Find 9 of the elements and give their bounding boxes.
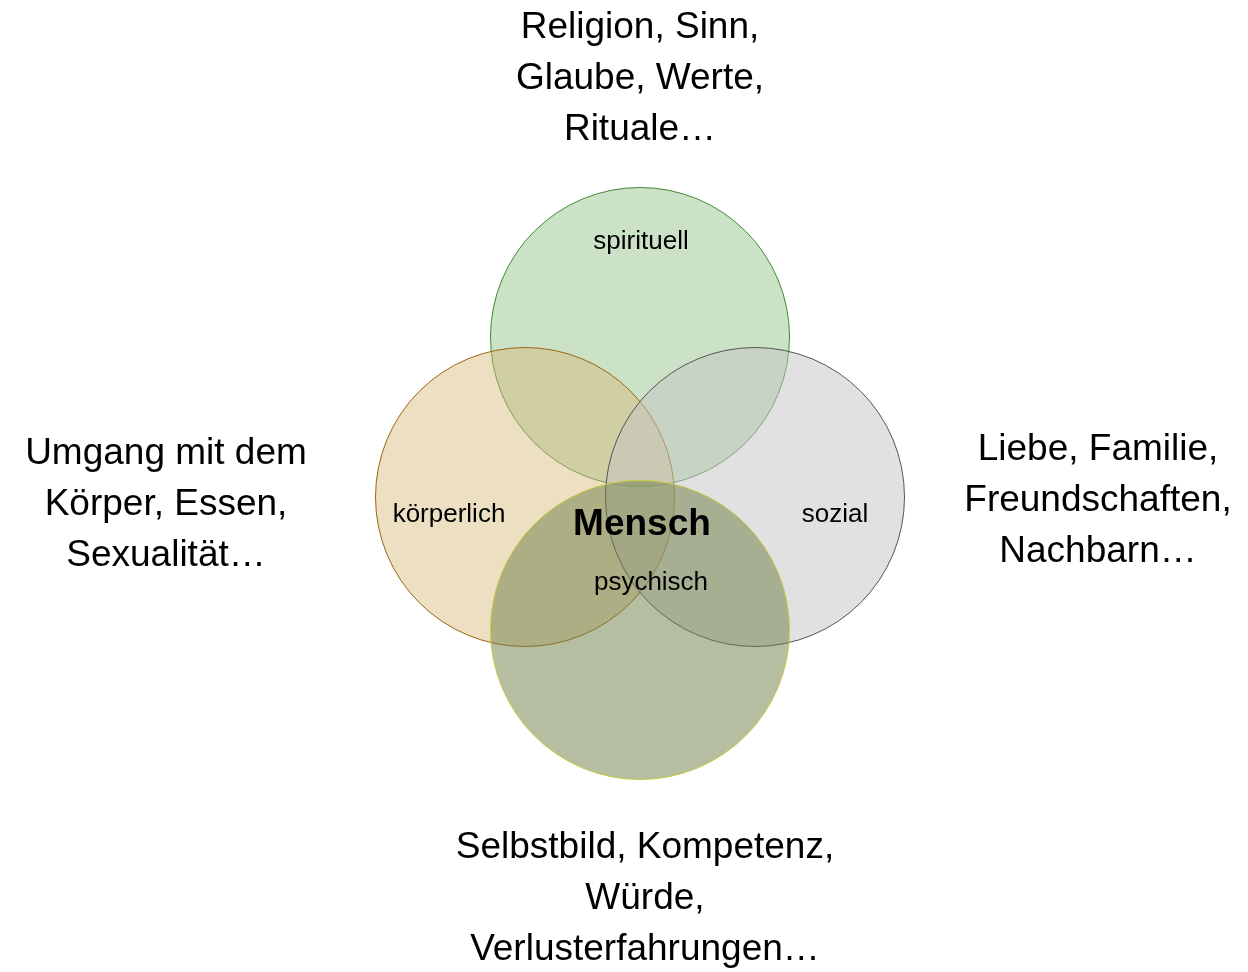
circle-label: psychisch [593,566,709,596]
center-label: Mensch [573,501,711,545]
circle-label: sozial [801,498,869,528]
description-text: Umgang mit dem Körper, Essen, Sexualität… [24,430,308,576]
circle-label: spirituell [593,225,689,255]
description-text: Religion, Sinn, Glaube, Werte, Rituale… [514,4,766,150]
description-text: Selbstbild, Kompetenz, Würde, Verlusterfahrungen… [454,824,836,970]
description-text: Liebe, Familie, Freundschaften, Nachbarn… [963,426,1233,572]
circle-label: körperlich [392,498,506,528]
